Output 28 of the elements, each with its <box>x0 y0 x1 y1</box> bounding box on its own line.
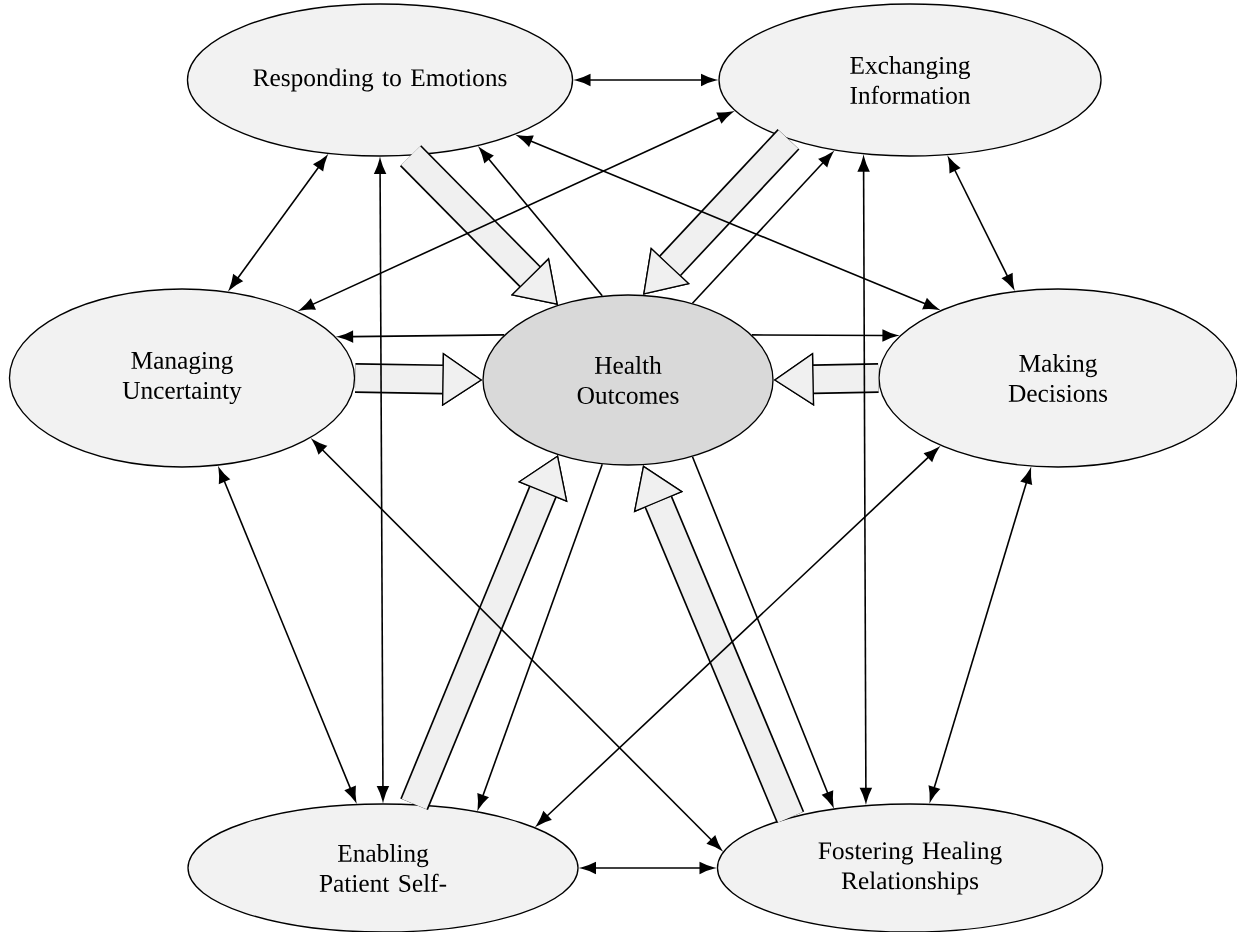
ellipse-node: Responding to Emotions <box>186 3 574 157</box>
double-arrow <box>218 468 357 802</box>
ellipse-node: Exchanging Information <box>718 3 1102 157</box>
arrow <box>751 329 898 342</box>
double-arrow <box>299 111 733 311</box>
double-arrow <box>948 157 1015 289</box>
double-arrow <box>374 159 389 801</box>
block-arrow <box>643 129 800 295</box>
ellipse-node: Managing Uncertainty <box>8 288 356 468</box>
arrow <box>691 152 833 304</box>
arrow <box>338 330 505 343</box>
double-arrow <box>229 155 328 290</box>
arrow <box>479 147 604 297</box>
double-arrow <box>536 447 939 826</box>
double-arrow <box>575 74 716 86</box>
block-arrow <box>633 465 805 824</box>
ellipse-node: Making Decisions <box>878 288 1237 468</box>
arrow <box>691 456 834 807</box>
block-arrow <box>399 145 558 305</box>
block-arrow <box>400 455 568 810</box>
double-arrow <box>517 135 939 310</box>
double-arrow <box>857 156 872 803</box>
arrow <box>477 463 604 809</box>
double-arrow <box>312 439 722 851</box>
ellipse-node: Enabling Patient Self- <box>187 803 579 932</box>
ellipse-node: Fostering Healing Relationships <box>716 803 1104 932</box>
double-arrow <box>928 469 1032 802</box>
double-arrow <box>581 862 715 874</box>
